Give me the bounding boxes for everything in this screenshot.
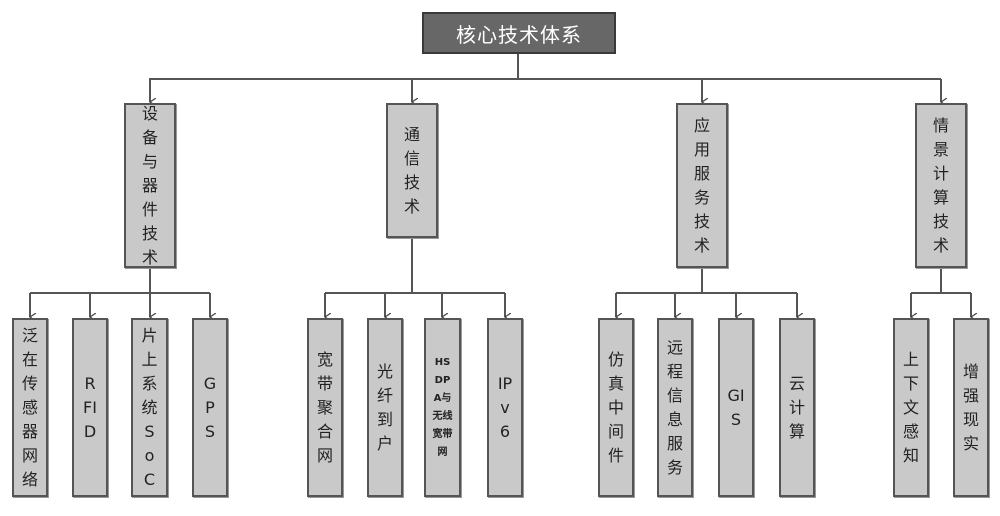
leaf-node: 云计算 bbox=[779, 318, 815, 497]
leaf-node: 宽带聚合网 bbox=[307, 318, 343, 497]
category-node-application: 应用服务技术 bbox=[676, 103, 728, 268]
leaf-node: HSDPA与无线宽带网 bbox=[424, 318, 461, 497]
leaf-node: RFID bbox=[72, 318, 108, 497]
leaf-node: 片上系统SoC bbox=[131, 318, 168, 497]
leaf-node: 上下文感知 bbox=[893, 318, 929, 497]
category-node-devices: 设备与器件技术 bbox=[124, 103, 176, 268]
category-node-communication: 通信技术 bbox=[386, 103, 438, 238]
category-node-context: 情景计算技术 bbox=[915, 103, 967, 268]
leaf-node: 泛在传感器网络 bbox=[12, 318, 48, 497]
leaf-node: 增强现实 bbox=[953, 318, 989, 497]
leaf-node: IPv6 bbox=[487, 318, 523, 497]
leaf-node: GPS bbox=[192, 318, 228, 497]
root-node: 核心技术体系 bbox=[422, 12, 616, 54]
leaf-node: 远程信息服务 bbox=[657, 318, 693, 497]
leaf-node: 仿真中间件 bbox=[598, 318, 634, 497]
leaf-node: 光纤到户 bbox=[367, 318, 403, 497]
leaf-node: GIS bbox=[718, 318, 754, 497]
